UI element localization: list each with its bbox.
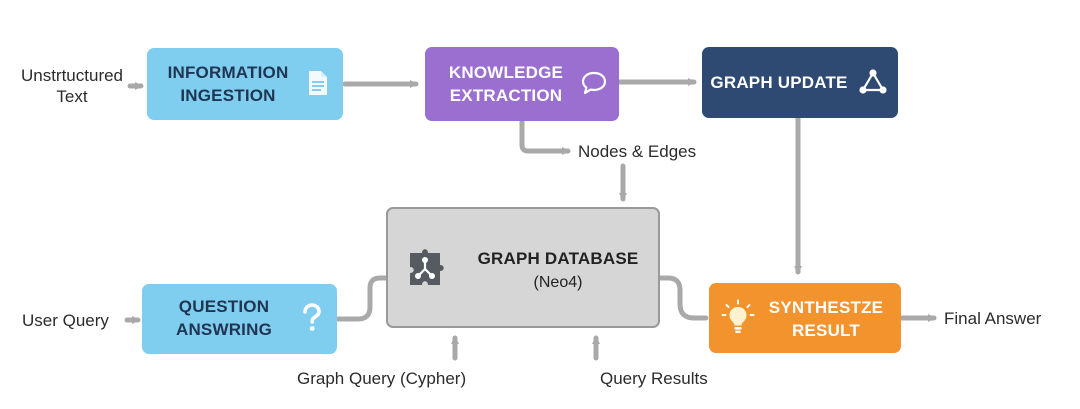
node-question-answering-line2: ANSWRING [175, 320, 273, 339]
node-graph-database-label: GRAPH DATABASE (Neo4) [466, 247, 650, 294]
node-question-answering: QUESTION ANSWRING [142, 284, 337, 354]
connector-database-to-synthesize [657, 275, 709, 321]
node-question-answering-label: QUESTION ANSWRING [164, 295, 284, 341]
label-user-query: User Query [22, 311, 109, 330]
node-information-ingestion-line1: INFORMATION [167, 63, 289, 82]
node-information-ingestion-line2: INGESTION [180, 86, 276, 105]
puzzle-network-icon [410, 249, 444, 285]
node-graph-database-line1: GRAPH DATABASE [477, 249, 639, 268]
node-synthesize-result-label: SYNTHESTZE RESULT [761, 296, 891, 342]
node-synthesize-result: SYNTHESTZE RESULT [709, 283, 901, 353]
node-information-ingestion-label: INFORMATION INGESTION [163, 61, 293, 107]
arrow-extraction-to-nodes-edges [519, 119, 571, 155]
graph-nodes-icon [859, 69, 887, 94]
node-question-answering-line1: QUESTION [178, 297, 270, 316]
label-nodes-edges: Nodes & Edges [578, 142, 697, 161]
node-graph-update-line1: GRAPH UPDATE [710, 73, 848, 92]
document-icon [309, 71, 327, 95]
node-knowledge-extraction: KNOWLEDGE EXTRACTION [425, 47, 619, 121]
node-knowledge-extraction-label: KNOWLEDGE EXTRACTION [439, 61, 573, 107]
node-knowledge-extraction-line1: KNOWLEDGE [448, 63, 564, 82]
node-synthesize-result-line2: RESULT [792, 321, 860, 340]
node-graph-database: GRAPH DATABASE (Neo4) [386, 207, 660, 328]
label-unstructured-text: Unstrtuctured Text [14, 65, 130, 107]
label-unstructured-text-line1: Unstrtuctured [20, 66, 124, 85]
node-graph-update: GRAPH UPDATE [702, 47, 898, 118]
node-information-ingestion: INFORMATION INGESTION [147, 48, 343, 120]
label-graph-query: Graph Query (Cypher) [297, 369, 467, 388]
node-synthesize-result-line1: SYNTHESTZE [768, 298, 884, 317]
label-unstructured-text-line2: Text [56, 87, 88, 106]
connector-question-to-database [335, 275, 389, 322]
node-graph-update-label: GRAPH UPDATE [708, 71, 850, 94]
node-knowledge-extraction-line2: EXTRACTION [449, 86, 563, 105]
label-query-results: Query Results [600, 369, 708, 388]
label-final-answer: Final Answer [944, 309, 1042, 328]
lightbulb-icon [721, 299, 755, 333]
speech-bubble-icon [581, 71, 607, 95]
question-mark-icon [303, 303, 321, 331]
node-graph-database-line2: (Neo4) [533, 274, 583, 291]
